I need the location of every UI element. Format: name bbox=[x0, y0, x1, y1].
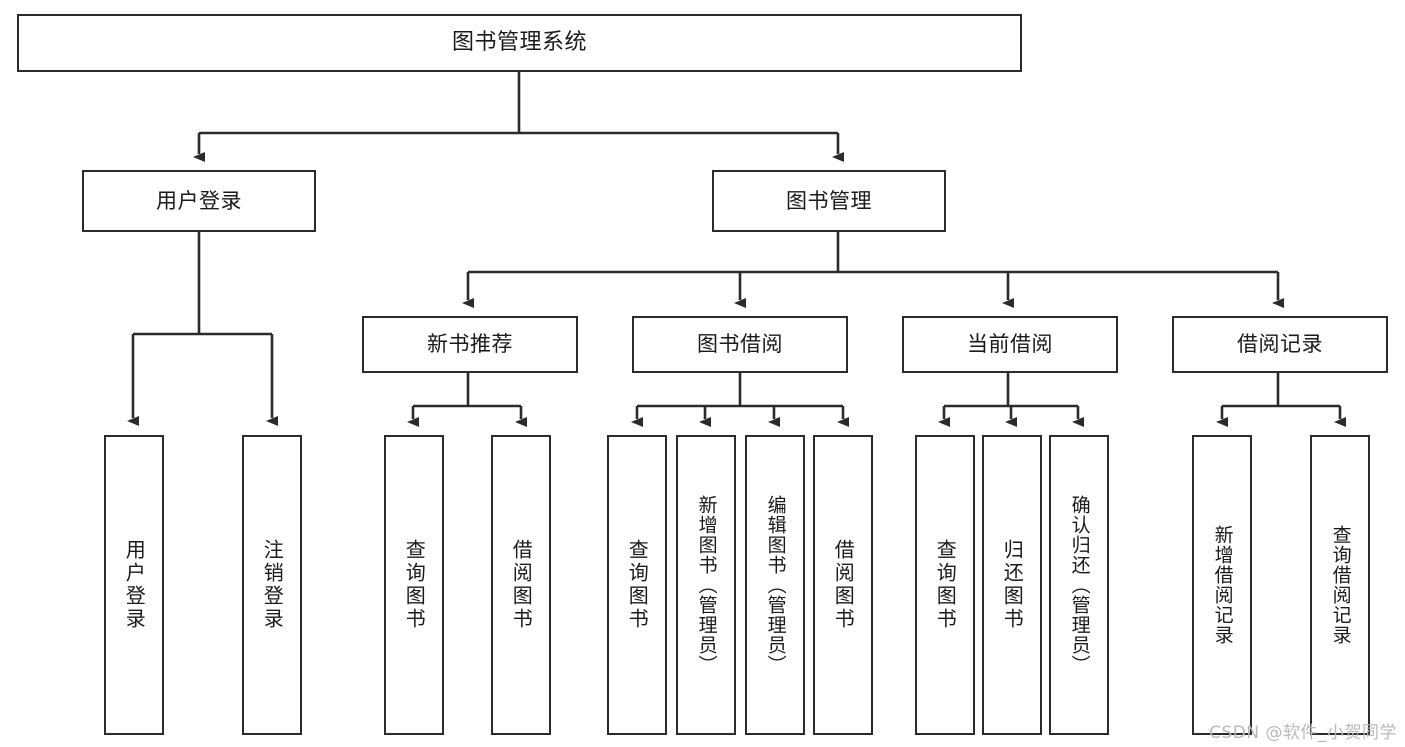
node-leaf-borrow-book-recommend[interactable]: 借阅图书 bbox=[491, 435, 551, 735]
node-label: 确认归还（管理员） bbox=[1068, 495, 1091, 675]
node-label: 图书借阅 bbox=[697, 332, 783, 357]
node-label: 注销登录 bbox=[260, 539, 285, 631]
node-leaf-query-borrow-record[interactable]: 查询借阅记录 bbox=[1310, 435, 1370, 735]
node-new-book-recommendation[interactable]: 新书推荐 bbox=[362, 316, 578, 373]
node-label: 当前借阅 bbox=[967, 332, 1053, 357]
node-label: 借阅图书 bbox=[831, 539, 856, 631]
node-label: 图书管理 bbox=[786, 188, 872, 213]
node-label: 查询图书 bbox=[933, 539, 958, 631]
node-leaf-confirm-return-admin[interactable]: 确认归还（管理员） bbox=[1049, 435, 1109, 735]
node-label: 查询图书 bbox=[625, 539, 650, 631]
node-label: 借阅记录 bbox=[1237, 332, 1323, 357]
node-leaf-add-book-admin[interactable]: 新增图书（管理员） bbox=[676, 435, 736, 735]
node-leaf-logout-login[interactable]: 注销登录 bbox=[242, 435, 302, 735]
node-leaf-query-book-current[interactable]: 查询图书 bbox=[915, 435, 975, 735]
node-label: 借阅图书 bbox=[509, 539, 534, 631]
node-leaf-user-login[interactable]: 用户登录 bbox=[104, 435, 164, 735]
node-label: 新增图书（管理员） bbox=[695, 495, 718, 675]
node-book-management[interactable]: 图书管理 bbox=[712, 170, 946, 232]
node-leaf-borrow-book[interactable]: 借阅图书 bbox=[813, 435, 873, 735]
node-book-borrowing[interactable]: 图书借阅 bbox=[632, 316, 848, 373]
node-label: 新增借阅记录 bbox=[1211, 525, 1234, 645]
node-user-login[interactable]: 用户登录 bbox=[82, 170, 316, 232]
node-current-borrowing[interactable]: 当前借阅 bbox=[902, 316, 1118, 373]
node-leaf-return-book[interactable]: 归还图书 bbox=[982, 435, 1042, 735]
node-label: 查询借阅记录 bbox=[1329, 525, 1352, 645]
node-borrowing-record[interactable]: 借阅记录 bbox=[1172, 316, 1388, 373]
node-label: 归还图书 bbox=[1000, 539, 1025, 631]
node-leaf-query-book-recommend[interactable]: 查询图书 bbox=[384, 435, 444, 735]
node-root-book-management-system[interactable]: 图书管理系统 bbox=[17, 14, 1022, 72]
node-label: 新书推荐 bbox=[427, 332, 513, 357]
node-label: 用户登录 bbox=[156, 188, 242, 213]
node-label: 编辑图书（管理员） bbox=[764, 495, 787, 675]
node-leaf-edit-book-admin[interactable]: 编辑图书（管理员） bbox=[745, 435, 805, 735]
csdn-watermark: CSDN @软件_小贺同学 bbox=[1209, 723, 1397, 743]
node-leaf-add-borrow-record[interactable]: 新增借阅记录 bbox=[1192, 435, 1252, 735]
node-leaf-query-book-borrow[interactable]: 查询图书 bbox=[607, 435, 667, 735]
node-label: 查询图书 bbox=[402, 539, 427, 631]
node-label: 图书管理系统 bbox=[451, 30, 587, 56]
node-label: 用户登录 bbox=[122, 539, 147, 631]
